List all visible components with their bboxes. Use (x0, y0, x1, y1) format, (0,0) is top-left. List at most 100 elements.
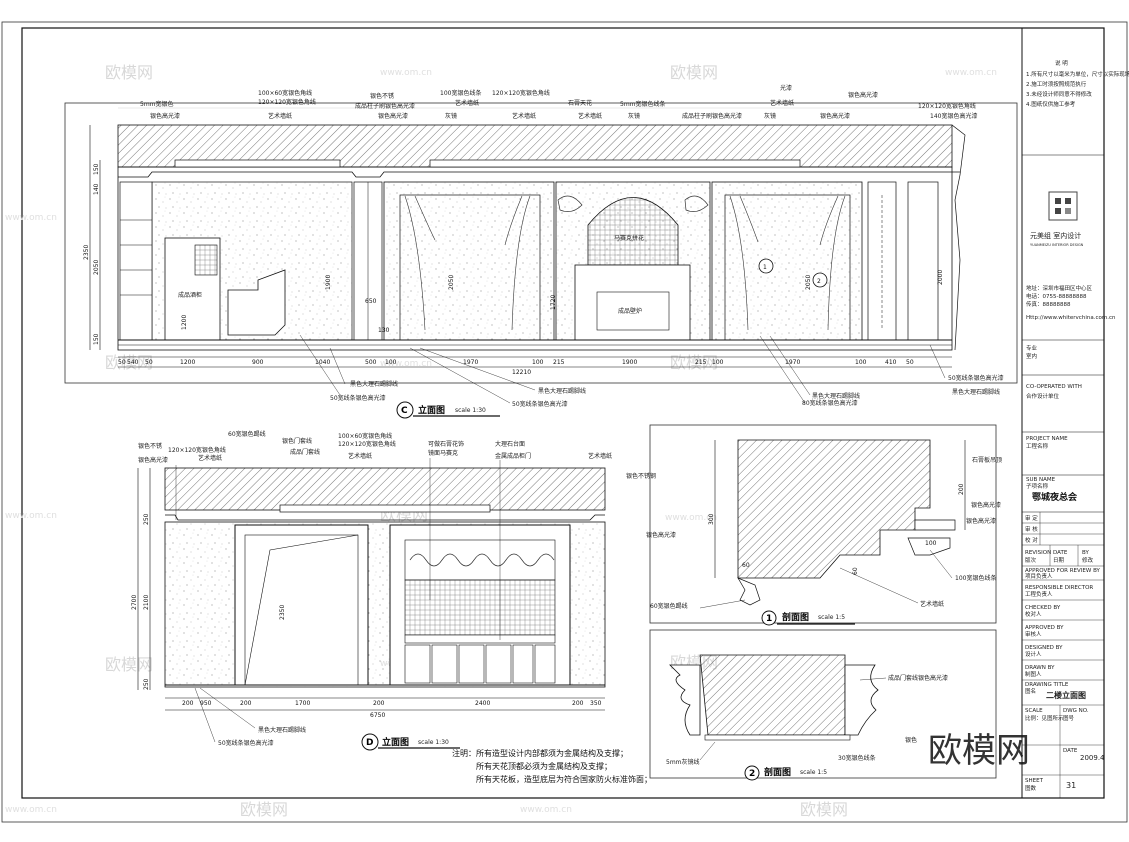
svg-text:地址：深圳市福田区中心区: 地址：深圳市福田区中心区 (1026, 284, 1093, 292)
svg-text:2: 2 (817, 278, 821, 285)
svg-text:Http://www.whitervchina.com.cn: Http://www.whitervchina.com.cn (1026, 315, 1116, 321)
svg-text:120×120宽银色角线: 120×120宽银色角线 (338, 440, 396, 448)
svg-text:50: 50 (118, 359, 126, 366)
svg-text:艺术墙纸: 艺术墙纸 (578, 112, 602, 120)
elevation-c-bottom-dims: 50 540 50 1200 900 1040 500 100 1970 100… (118, 356, 952, 376)
svg-text:scale 1:5: scale 1:5 (818, 614, 845, 621)
svg-text:欧模网: 欧模网 (240, 800, 288, 819)
svg-text:艺术墙纸: 艺术墙纸 (198, 454, 222, 462)
svg-text:1900: 1900 (622, 359, 637, 366)
svg-text:成品酒柜: 成品酒柜 (178, 291, 202, 299)
svg-text:www.om.cn: www.om.cn (520, 805, 572, 815)
svg-text:2350: 2350 (83, 245, 90, 260)
svg-text:SCALE: SCALE (1025, 708, 1043, 714)
svg-text:950: 950 (200, 700, 212, 707)
svg-text:200: 200 (958, 483, 965, 495)
svg-text:银色不锈: 银色不锈 (370, 92, 394, 100)
svg-text:黑色大理石踢脚线: 黑色大理石踢脚线 (350, 380, 398, 388)
svg-text:DRAWING TITLE: DRAWING TITLE (1025, 682, 1069, 688)
svg-text:www.om.cn: www.om.cn (665, 513, 717, 523)
svg-text:可做石膏花饰: 可做石膏花饰 (428, 440, 464, 448)
svg-text:250: 250 (143, 513, 150, 525)
svg-text:立面图: 立面图 (418, 404, 445, 416)
svg-text:子项名称: 子项名称 (1026, 482, 1049, 490)
svg-text:银色高光漆: 银色高光漆 (138, 456, 168, 464)
svg-text:银色不锈钢: 银色不锈钢 (626, 472, 656, 480)
svg-text:1040: 1040 (315, 359, 330, 366)
svg-text:电话：0755-88888888: 电话：0755-88888888 (1026, 292, 1087, 300)
svg-text:50宽线条银色高光漆: 50宽线条银色高光漆 (330, 394, 386, 402)
elevation-c-frame (64, 102, 1018, 384)
svg-text:剖面图: 剖面图 (764, 766, 791, 778)
svg-text:350: 350 (590, 700, 602, 707)
svg-text:200: 200 (373, 700, 385, 707)
svg-text:www.om.cn: www.om.cn (5, 213, 57, 223)
svg-text:鄂城夜总会: 鄂城夜总会 (1032, 491, 1078, 503)
svg-text:200: 200 (240, 700, 252, 707)
svg-text:校 对: 校 对 (1025, 536, 1038, 544)
svg-text:200: 200 (572, 700, 584, 707)
svg-text:说 明: 说 明 (1055, 59, 1068, 67)
svg-text:5mm宽银色线条: 5mm宽银色线条 (620, 100, 666, 108)
svg-text:1: 1 (763, 264, 767, 271)
svg-text:艺术墙纸: 艺术墙纸 (348, 452, 372, 460)
svg-text:注明：所有造型设计内部都须为金属结构及支撑；: 注明：所有造型设计内部都须为金属结构及支撑； (452, 748, 628, 758)
svg-text:100×60宽银色角线: 100×60宽银色角线 (338, 432, 392, 440)
svg-text:成品门套线银色高光漆: 成品门套线银色高光漆 (888, 674, 948, 682)
svg-text:石膏板吊顶: 石膏板吊顶 (972, 456, 1002, 464)
svg-text:YUANMEIZU INTERIOR DESIGN: YUANMEIZU INTERIOR DESIGN (1030, 243, 1084, 247)
svg-text:SUB NAME: SUB NAME (1026, 477, 1056, 483)
svg-text:CHECKED BY: CHECKED BY (1025, 605, 1061, 611)
svg-text:比例：见图所示: 比例：见图所示 (1025, 714, 1064, 722)
svg-text:黑色大理石踢脚线: 黑色大理石踢脚线 (538, 387, 586, 395)
svg-text:www.om.cn: www.om.cn (380, 359, 432, 369)
svg-text:500: 500 (365, 359, 377, 366)
elevation-d-top-labels: 银色不锈 120×120宽银色角线 银色高光漆 艺术墙纸 60宽银色踢线 银色门… (138, 430, 612, 640)
svg-text:工程负责人: 工程负责人 (1025, 590, 1053, 598)
svg-text:2.施工时须按照规范执行: 2.施工时须按照规范执行 (1026, 80, 1087, 88)
section-1: 300 200 100 60 60 石膏板吊顶 银色不锈钢 银色高光漆 银色高光… (626, 424, 1002, 626)
svg-text:石膏天花: 石膏天花 (568, 99, 592, 107)
svg-text:银色高光漆: 银色高光漆 (966, 517, 996, 525)
svg-text:图名: 图名 (1025, 687, 1036, 695)
svg-text:100宽银色线条: 100宽银色线条 (955, 574, 996, 582)
svg-text:欧模网: 欧模网 (105, 655, 153, 674)
svg-text:所有天花顶都必须为金属结构及支撑；: 所有天花顶都必须为金属结构及支撑； (476, 761, 612, 771)
elevation-d: 银色不锈 120×120宽银色角线 银色高光漆 艺术墙纸 60宽银色踢线 银色门… (131, 430, 612, 751)
svg-text:50宽线条银色高光漆: 50宽线条银色高光漆 (218, 739, 274, 747)
svg-text:欧模网: 欧模网 (670, 353, 718, 372)
svg-text:50宽线条银色高光漆: 50宽线条银色高光漆 (948, 374, 1004, 382)
svg-text:5mm宽银色: 5mm宽银色 (140, 100, 174, 108)
svg-text:www.om.cn: www.om.cn (5, 805, 57, 815)
svg-text:80宽线条银色高光漆: 80宽线条银色高光漆 (802, 399, 858, 407)
svg-text:马赛克拼花: 马赛克拼花 (614, 234, 644, 242)
svg-text:50: 50 (906, 359, 914, 366)
sheet-outer-border (1, 21, 1128, 823)
svg-text:合作设计单位: 合作设计单位 (1026, 392, 1060, 400)
svg-text:100: 100 (532, 359, 544, 366)
svg-text:银色门套线: 银色门套线 (282, 437, 312, 445)
svg-text:审 核: 审 核 (1025, 525, 1038, 533)
svg-text:银色: 银色 (905, 736, 917, 744)
elevation-d-door-frame (234, 524, 369, 686)
svg-text:项目负责人: 项目负责人 (1025, 572, 1053, 580)
svg-text:成品门套线: 成品门套线 (290, 448, 320, 456)
svg-text:2350: 2350 (279, 605, 286, 620)
svg-text:灰镜: 灰镜 (628, 112, 640, 120)
section-2: 成品门套线银色高光漆 银色 30宽银色线条 5mm灰镜线 2 剖面图 scale… (649, 629, 997, 781)
svg-text:scale 1:5: scale 1:5 (800, 769, 827, 776)
svg-text:150: 150 (93, 163, 100, 175)
svg-text:2050: 2050 (805, 275, 812, 290)
svg-text:图号: 图号 (1063, 714, 1075, 722)
svg-text:2000: 2000 (937, 270, 944, 285)
svg-text:1720: 1720 (550, 295, 557, 310)
svg-text:www.om.cn: www.om.cn (380, 68, 432, 78)
general-notes: 注明：所有造型设计内部都须为金属结构及支撑； 所有天花顶都必须为金属结构及支撑；… (452, 748, 652, 784)
svg-text:2100: 2100 (143, 595, 150, 610)
elevation-c: 成品酒柜 马赛克拼花 成品壁炉 1 2 (64, 84, 1018, 419)
svg-text:APPROVED FOR REVIEW BY: APPROVED FOR REVIEW BY (1025, 568, 1101, 574)
svg-text:2400: 2400 (475, 700, 490, 707)
svg-text:2700: 2700 (131, 595, 138, 610)
svg-text:120×120宽银色角线: 120×120宽银色角线 (918, 102, 976, 110)
